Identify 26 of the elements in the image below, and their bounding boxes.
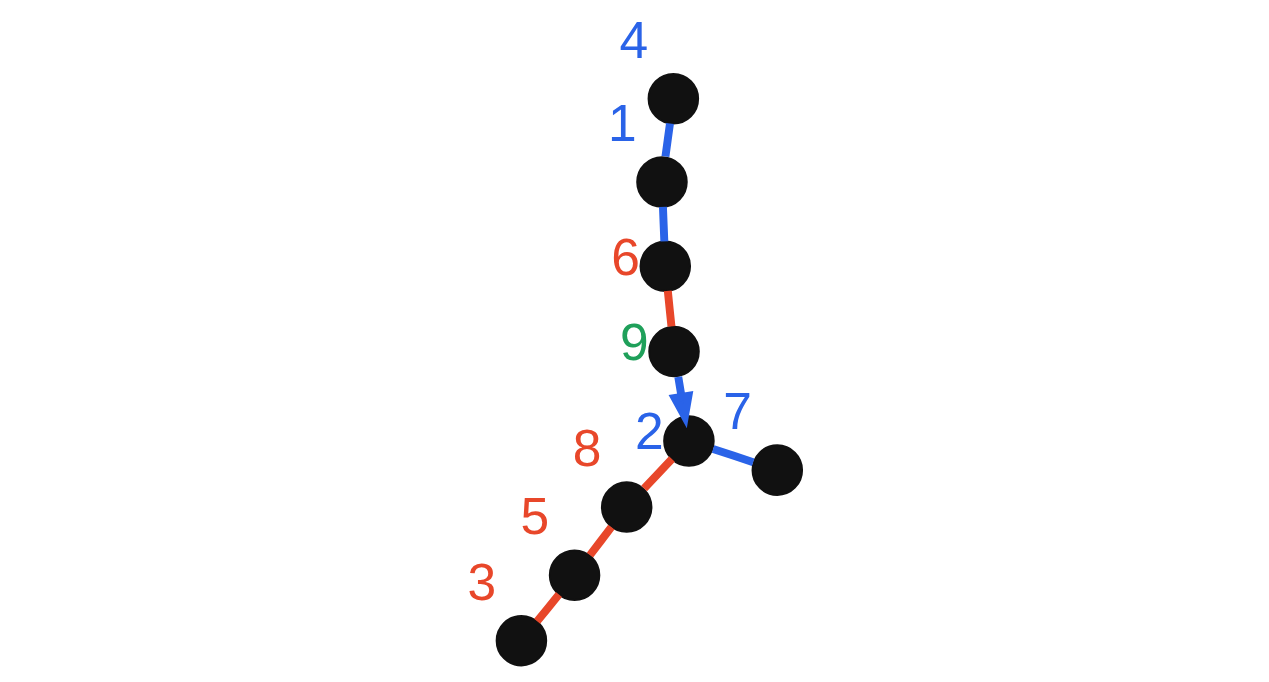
connector <box>534 592 562 624</box>
arrow <box>668 376 694 429</box>
node-label: 2 <box>634 402 664 461</box>
node-circle <box>639 240 692 293</box>
connector <box>663 290 676 327</box>
connector <box>661 122 674 158</box>
connector <box>641 456 675 492</box>
node-circle <box>751 444 804 496</box>
node-label: 6 <box>611 227 640 286</box>
node-label: 1 <box>608 93 637 152</box>
connector <box>659 206 669 242</box>
node-circle <box>648 325 700 378</box>
node-circle <box>600 481 653 533</box>
node-circle <box>647 73 700 125</box>
connector <box>711 445 755 466</box>
node-label: 9 <box>620 313 649 372</box>
node-circle <box>548 549 601 601</box>
node-circle <box>663 415 715 467</box>
node-circle <box>495 614 548 667</box>
node-label: 5 <box>520 487 550 546</box>
node-label: 4 <box>619 10 649 69</box>
node-circle <box>636 156 688 208</box>
node-label: 7 <box>723 382 752 441</box>
connector <box>586 524 615 558</box>
node-label: 3 <box>467 552 497 611</box>
node-label: 8 <box>572 419 602 478</box>
